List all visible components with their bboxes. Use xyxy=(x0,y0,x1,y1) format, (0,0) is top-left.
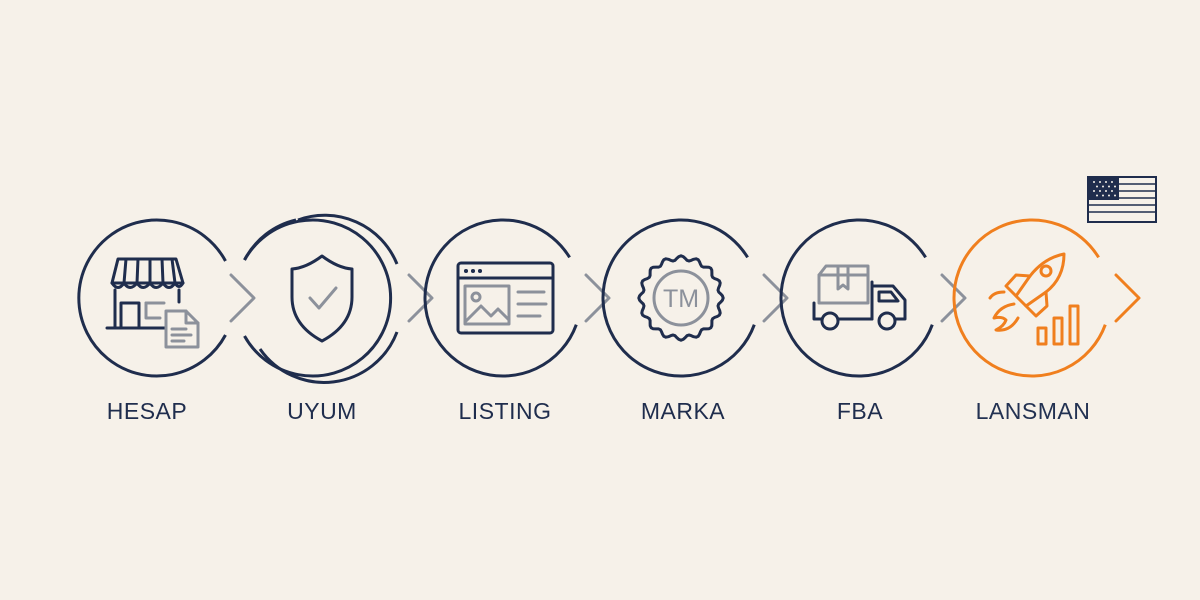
step-lansman xyxy=(952,218,1141,378)
step-ring xyxy=(243,218,297,261)
us-flag-icon xyxy=(1087,176,1157,223)
step-label-lansman: LANSMAN xyxy=(975,398,1091,424)
step-ring xyxy=(77,218,227,378)
rocket-growth-icon xyxy=(988,252,1080,346)
browser-image-listing-icon xyxy=(456,261,555,335)
step-label-fba: FBA xyxy=(836,398,884,424)
step-label-uyum: UYUM xyxy=(287,398,357,424)
shield-check-icon xyxy=(290,254,354,343)
chevron-arrow-icon xyxy=(762,273,789,323)
svg-text:TM: TM xyxy=(663,285,699,313)
step-label-hesap: HESAP xyxy=(106,398,188,424)
step-ring xyxy=(243,218,393,378)
chevron-arrow-icon xyxy=(940,273,967,323)
step-uyum xyxy=(243,213,434,384)
step-ring xyxy=(297,213,399,265)
step-ring xyxy=(779,218,939,378)
step-label-marka: MARKA xyxy=(640,398,726,424)
document-icon xyxy=(164,309,200,349)
step-fba xyxy=(779,218,967,378)
step-label-listing: LISTING xyxy=(458,398,552,424)
chevron-arrow-icon xyxy=(1114,273,1141,323)
delivery-truck-icon xyxy=(812,264,907,331)
chevron-arrow-icon xyxy=(407,273,434,323)
step-ring xyxy=(952,218,1112,378)
chevron-arrow-icon xyxy=(584,273,611,323)
step-marka: TM xyxy=(601,218,789,378)
step-ring xyxy=(423,218,583,378)
chevron-arrow-icon xyxy=(229,273,256,323)
step-hesap xyxy=(77,218,256,378)
step-ring xyxy=(601,218,761,378)
storefront-document-icon xyxy=(105,257,185,330)
trademark-seal-icon: TM xyxy=(637,254,725,342)
step-ring xyxy=(258,331,399,384)
step-listing xyxy=(423,218,611,378)
